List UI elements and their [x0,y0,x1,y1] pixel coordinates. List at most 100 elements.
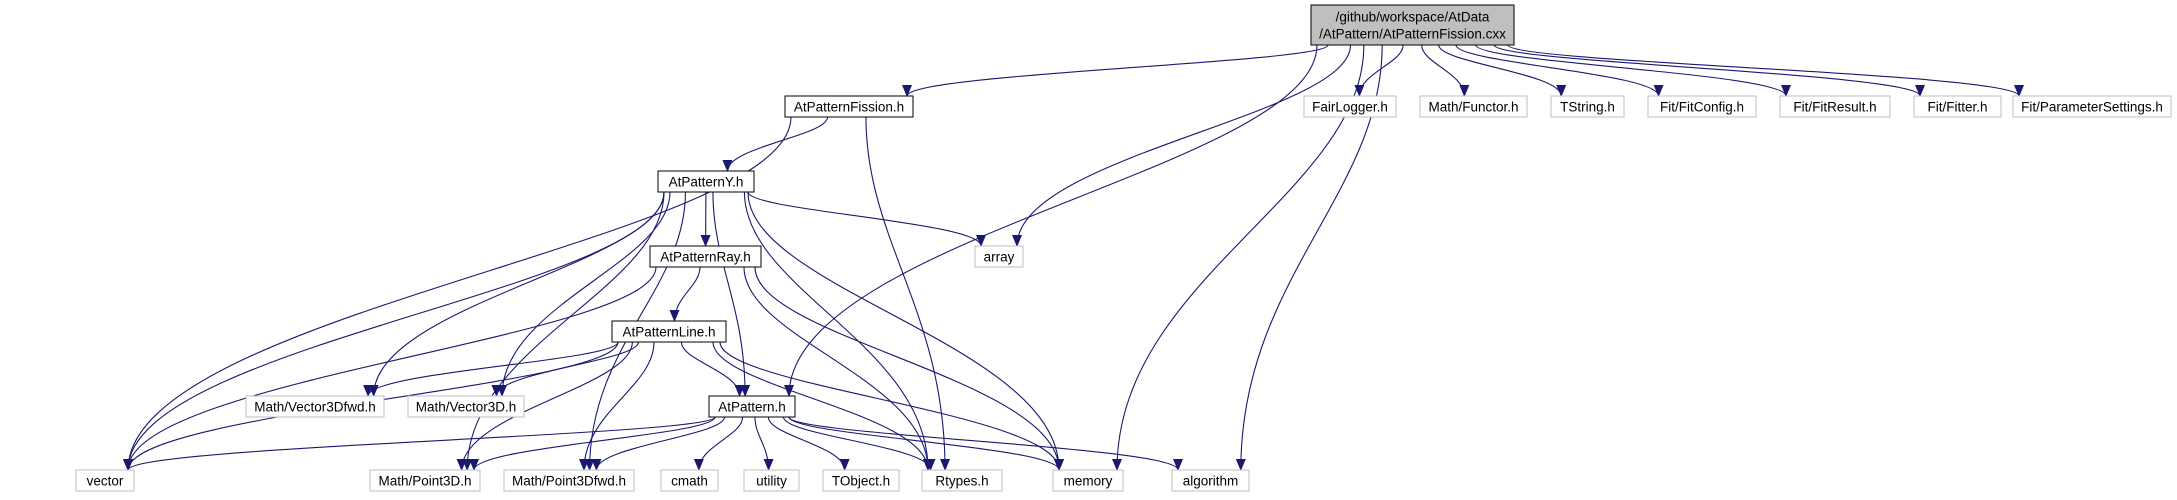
edge-patterny-to-vector [123,191,665,471]
node-fitconfig-box [1647,95,1757,118]
node-root-label: /AtPattern/AtPatternFission.cxx [1319,27,1506,42]
edge-root-to-fitresult [1475,44,1791,97]
node-paramsettings: Fit/ParameterSettings.h [2012,95,2172,118]
edge-patternline-to-vec3d [491,341,640,397]
node-point3dfwd-label: Math/Point3Dfwd.h [512,474,626,489]
edge-pattern-to-point3dfwd [591,416,726,471]
node-rtypes-box [921,469,1003,492]
node-patterny-label: AtPatternY.h [669,175,744,190]
node-vec3dfwd-label: Math/Vector3Dfwd.h [254,400,376,415]
edge-root-to-paramsettings [1507,44,2024,97]
node-fitconfig: Fit/FitConfig.h [1647,95,1757,118]
edge-patternline-to-rtypes [712,341,933,471]
node-patternray-box [649,245,762,268]
node-fitresult-box [1779,95,1891,118]
node-fairlogger-box [1303,95,1397,118]
edge-patternray-to-rtypes [743,266,933,471]
node-fission_h-label: AtPatternFission.h [794,100,904,115]
edge-pattern-to-rtypes [782,416,936,471]
node-patternray-label: AtPatternRay.h [660,250,751,265]
node-fairlogger: FairLogger.h [1303,95,1397,118]
node-patternline[interactable]: AtPatternLine.h [611,320,727,343]
edge-patterny-to-vec3d [497,191,671,397]
node-fairlogger-label: FairLogger.h [1312,100,1388,115]
node-cmath: cmath [660,469,719,492]
node-root[interactable]: /github/workspace/AtData/AtPattern/AtPat… [1310,4,1515,46]
edge-root-to-functor [1421,44,1470,97]
node-patternray[interactable]: AtPatternRay.h [649,245,762,268]
node-tstring-box [1550,95,1625,118]
node-paramsettings-label: Fit/ParameterSettings.h [2021,100,2163,115]
node-vec3d-label: Math/Vector3D.h [416,400,517,415]
node-patterny-box [657,170,755,193]
node-point3dfwd-box [503,469,635,492]
node-array: array [974,245,1024,268]
node-vector: vector [75,469,135,492]
node-vec3d-box [407,395,525,418]
node-pattern-box [708,395,796,418]
node-memory-box [1052,469,1124,492]
node-fission_h[interactable]: AtPatternFission.h [784,95,914,118]
node-fitresult-label: Fit/FitResult.h [1793,100,1876,115]
node-point3d-box [369,469,481,492]
edge-root-to-fitter [1493,44,1925,97]
node-patterny[interactable]: AtPatternY.h [657,170,755,193]
edge-root-to-tstring [1438,44,1567,97]
edge-pattern-to-vector [123,416,716,471]
node-point3dfwd: Math/Point3Dfwd.h [503,469,635,492]
node-root-label: /github/workspace/AtData [1336,10,1490,25]
node-fitter-label: Fit/Fitter.h [1927,100,1987,115]
edge-patterny-to-pattern [712,191,751,397]
edge-pattern-to-tobject [767,416,850,471]
node-cmath-box [660,469,719,492]
node-utility-label: utility [756,474,787,489]
node-memory-label: memory [1064,474,1113,489]
node-algorithm: algorithm [1171,469,1250,492]
edge-pattern-to-point3d [469,416,716,471]
edge-pattern-to-utility [754,416,774,471]
edge-pattern-to-algorithm [788,416,1183,471]
edge-patterny-to-point3d [462,191,665,471]
node-fitconfig-label: Fit/FitConfig.h [1660,100,1744,115]
node-algorithm-box [1171,469,1250,492]
nodes-layer: /github/workspace/AtData/AtPattern/AtPat… [75,4,2172,492]
edge-pattern-to-cmath [693,416,744,471]
node-fitter: Fit/Fitter.h [1913,95,2002,118]
node-functor: Math/Functor.h [1419,95,1528,118]
edge-fission_h-to-vector [123,116,792,471]
node-utility-box [743,469,800,492]
edge-patterny-to-rtypes [743,191,933,471]
edge-root-to-fitconfig [1455,44,1664,97]
edge-patternray-to-vector [123,266,657,471]
node-tobject-box [822,469,900,492]
node-tobject: TObject.h [822,469,900,492]
node-paramsettings-box [2012,95,2172,118]
edge-patternline-to-point3dfwd [579,341,655,471]
node-pattern[interactable]: AtPattern.h [708,395,796,418]
edge-patternline-to-point3d [456,341,633,471]
edge-patternray-to-memory [754,266,1064,471]
node-point3d-label: Math/Point3D.h [378,474,471,489]
node-vec3dfwd: Math/Vector3Dfwd.h [245,395,385,418]
edge-patternline-to-vec3dfwd [363,341,619,397]
edge-root-to-array [1012,44,1352,247]
node-fitresult: Fit/FitResult.h [1779,95,1891,118]
edge-pattern-to-memory [788,416,1064,471]
node-utility: utility [743,469,800,492]
node-tstring: TString.h [1550,95,1625,118]
node-memory: memory [1052,469,1124,492]
edge-root-to-pattern [784,44,1318,397]
node-functor-label: Math/Functor.h [1428,100,1518,115]
edge-patternray-to-patternline [669,266,701,322]
edge-fission_h-to-rtypes [865,116,951,471]
node-array-label: array [984,250,1015,265]
node-rtypes-label: Rtypes.h [935,474,988,489]
edge-fission_h-to-patterny [722,116,829,172]
node-root-box [1310,4,1515,46]
node-point3d: Math/Point3D.h [369,469,481,492]
node-vector-label: vector [87,474,124,489]
node-vec3d: Math/Vector3D.h [407,395,525,418]
edge-root-to-fission_h [902,44,1329,97]
edge-patterny-to-memory [747,191,1064,471]
